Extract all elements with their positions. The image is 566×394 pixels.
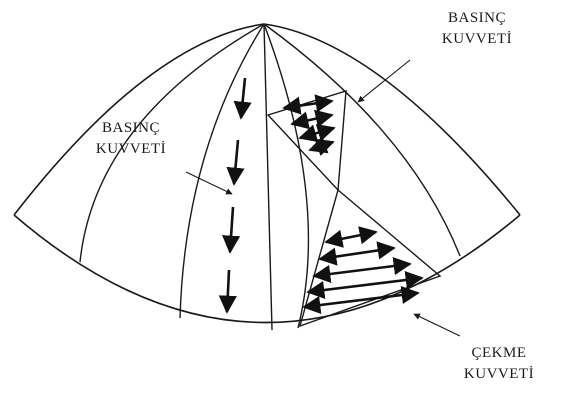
lower-arrow-2: [320, 248, 394, 259]
down-arrow-1: [241, 78, 245, 118]
label-left-line-2: KUVVETİ: [66, 139, 196, 160]
label-top-line-2: KUVVETİ: [422, 29, 532, 50]
tension-force-label: ÇEKME KUVVETİ: [444, 343, 554, 385]
lower-wedge-arrows: [304, 232, 422, 307]
meridian-lines: [80, 24, 460, 330]
meridian-2: [180, 24, 264, 318]
lower-arrow-3: [314, 264, 410, 276]
down-arrow-3: [230, 207, 233, 252]
lower-arrow-1: [326, 232, 376, 242]
upper-arrow-3: [300, 128, 334, 138]
compression-force-label-left: BASINÇ KUVVETİ: [66, 118, 196, 160]
label-bottom-line-1: ÇEKME: [444, 343, 554, 364]
leader-bottom-right: [414, 314, 460, 336]
upper-arrow-4: [310, 142, 333, 150]
down-arrow-2: [234, 140, 238, 184]
upper-arrow-2: [292, 115, 332, 124]
meridian-5: [264, 24, 460, 256]
label-top-line-1: BASINÇ: [422, 8, 532, 29]
meridian-arrows: [227, 78, 245, 312]
label-left-line-1: BASINÇ: [66, 118, 196, 139]
compression-force-label-top: BASINÇ KUVVETİ: [422, 8, 532, 50]
meridian-3: [264, 24, 272, 330]
dome-bottom-arc: [14, 215, 520, 323]
dome-outline: [14, 24, 520, 323]
label-bottom-line-2: KUVVETİ: [444, 364, 554, 385]
down-arrow-4: [227, 270, 229, 312]
leader-left: [186, 172, 232, 194]
